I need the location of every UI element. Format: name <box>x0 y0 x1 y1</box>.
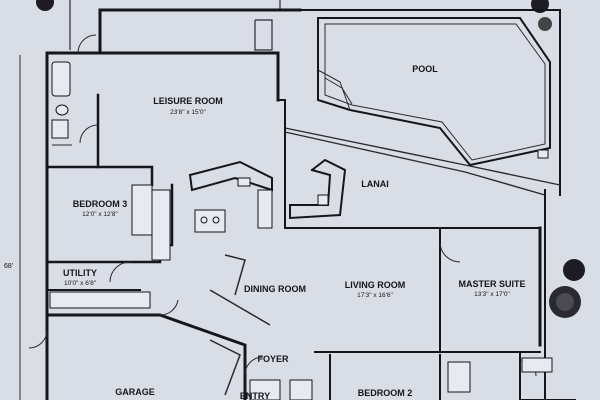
room-master: MASTER SUITE <box>458 279 525 289</box>
landscape-shrub-icon <box>549 259 585 318</box>
kitchen-counter <box>188 158 347 229</box>
room-bedroom2: BEDROOM 2 <box>358 388 413 398</box>
room-living: LIVING ROOM <box>345 280 406 290</box>
room-dining: DINING ROOM <box>244 284 306 294</box>
room-bedroom3: BEDROOM 3 <box>73 199 128 209</box>
room-leisure-dim: 23'8" x 15'0" <box>170 109 206 116</box>
room-master-dim: 13'3" x 17'0" <box>474 291 510 298</box>
room-pool: POOL <box>412 64 438 74</box>
room-foyer: FOYER <box>257 354 289 364</box>
room-lanai: LANAI <box>361 179 389 189</box>
bathroom-fixtures <box>49 61 553 393</box>
room-garage: GARAGE <box>115 387 155 397</box>
pool-deck <box>279 0 561 196</box>
interior-walls <box>45 93 576 400</box>
room-utility-dim: 10'0" x 6'8" <box>64 280 97 287</box>
room-bedroom3-dim: 12'0" x 12'8" <box>82 211 118 218</box>
room-leisure: LEISURE ROOM <box>153 96 223 106</box>
overall-dimension-label: 68' <box>4 263 13 270</box>
overall-dimension: 68' <box>4 55 21 400</box>
room-entry: ENTRY <box>240 391 270 400</box>
room-utility: UTILITY <box>63 268 97 278</box>
room-living-dim: 17'3" x 16'6" <box>357 292 393 299</box>
entry-steps <box>249 379 313 400</box>
